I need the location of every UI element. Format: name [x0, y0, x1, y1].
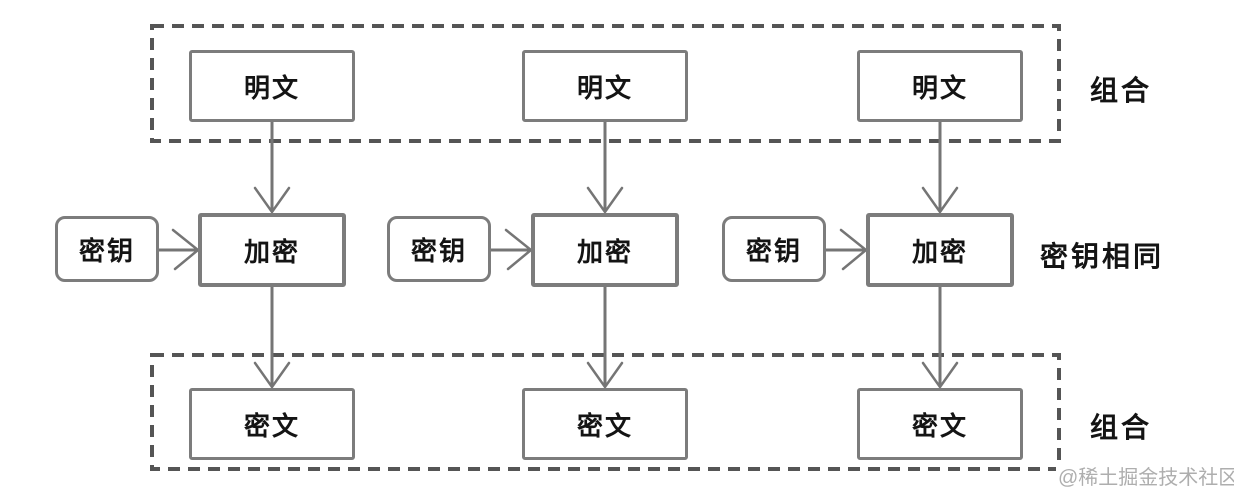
arrow-encrypt-to-ciphertext-2 [586, 287, 624, 390]
watermark: @稀土掘金技术社区 [1056, 461, 1234, 490]
plaintext-box: 明文 [189, 50, 355, 122]
arrow-plaintext-to-encrypt-1 [253, 122, 291, 215]
arrow-key-to-encrypt-1 [159, 228, 200, 271]
arrow-encrypt-to-ciphertext-3 [921, 287, 959, 390]
arrow-encrypt-to-ciphertext-1 [253, 287, 291, 390]
arrow-key-to-encrypt-3 [826, 228, 868, 271]
group-frame-bottom [150, 353, 1061, 471]
arrow-key-to-encrypt-2 [491, 228, 533, 271]
key-box: 密钥 [387, 216, 491, 282]
key-box: 密钥 [55, 216, 159, 282]
group-frame-top [150, 24, 1061, 143]
label-same-key: 密钥相同 [1040, 241, 1165, 272]
plaintext-box: 明文 [522, 50, 688, 122]
ciphertext-box: 密文 [189, 388, 355, 460]
encrypt-box: 加密 [531, 213, 679, 287]
ciphertext-box: 密文 [857, 388, 1023, 460]
encrypt-box: 加密 [866, 213, 1014, 287]
arrow-plaintext-to-encrypt-2 [586, 122, 624, 215]
encrypt-box: 加密 [198, 213, 346, 287]
key-box: 密钥 [722, 216, 826, 282]
arrow-plaintext-to-encrypt-3 [921, 122, 959, 215]
plaintext-box: 明文 [857, 50, 1023, 122]
label-group-bottom: 组合 [1090, 412, 1153, 443]
label-group-top: 组合 [1090, 75, 1153, 106]
ciphertext-box: 密文 [522, 388, 688, 460]
